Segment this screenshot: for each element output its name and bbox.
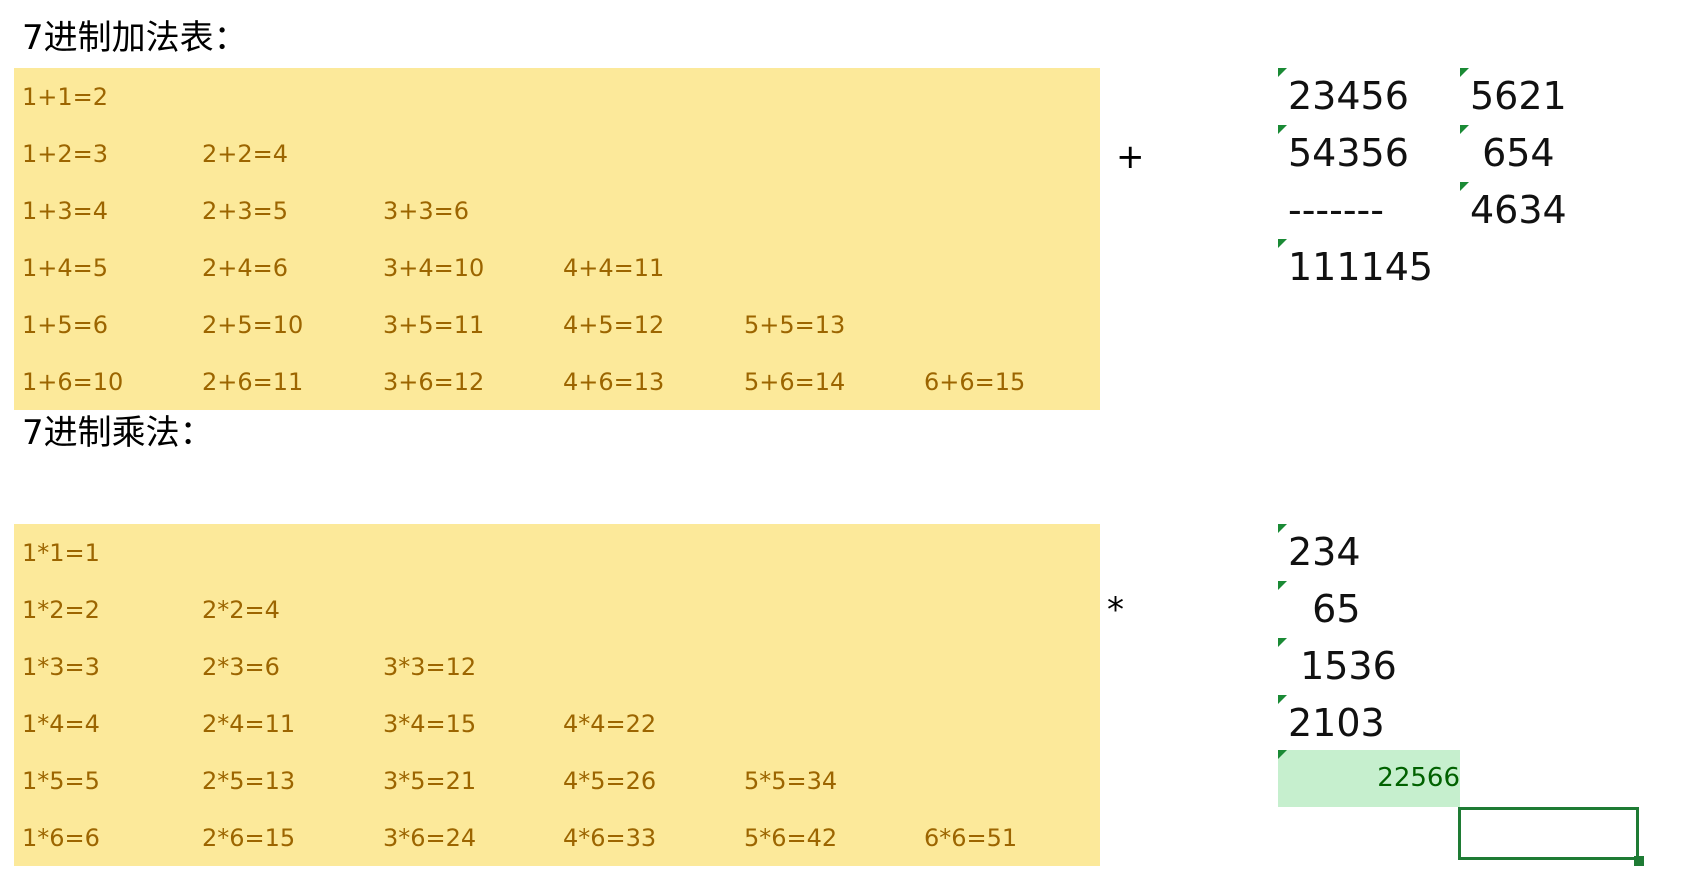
calc-cell[interactable]: 1536 bbox=[1278, 638, 1460, 694]
calc-cell-value: 1536 bbox=[1288, 644, 1397, 688]
addition-table-cell[interactable]: 4+6=13 bbox=[563, 368, 665, 396]
calc-cell-value: 65 bbox=[1288, 587, 1361, 631]
multiplication-table-cell[interactable]: 2*6=15 bbox=[202, 824, 296, 852]
multiplication-result-cell[interactable]: 22566 bbox=[1278, 750, 1460, 807]
note-indicator-icon bbox=[1278, 581, 1287, 590]
addition-table-cell[interactable]: 1+4=5 bbox=[22, 254, 109, 282]
addition-table-cell[interactable]: 2+3=5 bbox=[202, 197, 289, 225]
addition-table-cell[interactable]: 2+6=11 bbox=[202, 368, 304, 396]
multiplication-table-cell[interactable]: 5*5=34 bbox=[744, 767, 838, 795]
calc-cell[interactable]: 2103 bbox=[1278, 695, 1460, 751]
addition-table-cell[interactable]: 2+4=6 bbox=[202, 254, 289, 282]
addition-table-cell[interactable]: 1+3=4 bbox=[22, 197, 109, 225]
addition-table-cell[interactable]: 6+6=15 bbox=[924, 368, 1026, 396]
multiplication-table-cell[interactable]: 1*2=2 bbox=[22, 596, 100, 624]
calc-cell-value: 4634 bbox=[1470, 188, 1567, 232]
addition-table-cell[interactable]: 3+6=12 bbox=[383, 368, 485, 396]
multiplication-table-cell[interactable]: 3*4=15 bbox=[383, 710, 477, 738]
addition-table-cell[interactable]: 1+6=10 bbox=[22, 368, 124, 396]
multiplication-table-title: 7进制乘法： bbox=[22, 413, 214, 453]
multiplication-table-cell[interactable]: 4*5=26 bbox=[563, 767, 657, 795]
calc-cell-value: 2103 bbox=[1288, 701, 1385, 745]
multiplication-table-cell[interactable]: 1*5=5 bbox=[22, 767, 100, 795]
multiplication-table-cell[interactable]: 4*4=22 bbox=[563, 710, 657, 738]
note-indicator-icon bbox=[1460, 182, 1469, 191]
selected-cell[interactable] bbox=[1458, 807, 1639, 860]
multiplication-table-cell[interactable]: 2*4=11 bbox=[202, 710, 296, 738]
calc-cell[interactable]: 65 bbox=[1278, 581, 1460, 637]
multiplication-table-cell[interactable]: 3*6=24 bbox=[383, 824, 477, 852]
multiplication-table: 1*1=1 1*2=2 2*2=4 1*3=3 2*3=6 3*3=12 1*4=4 2*4=… bbox=[14, 524, 1100, 866]
multiplication-table-cell[interactable]: 1*1=1 bbox=[22, 539, 100, 567]
addition-table-cell[interactable]: 1+1=2 bbox=[22, 83, 109, 111]
note-indicator-icon bbox=[1460, 68, 1469, 77]
addition-table-cell[interactable]: 1+5=6 bbox=[22, 311, 109, 339]
addition-table-cell[interactable]: 4+5=12 bbox=[563, 311, 665, 339]
calc-cell-value: 654 bbox=[1470, 131, 1555, 175]
calc-cell-value: 23456 bbox=[1288, 74, 1409, 118]
calc-cell-value: 5621 bbox=[1470, 74, 1567, 118]
multiplication-table-cell[interactable]: 2*3=6 bbox=[202, 653, 280, 681]
calc-cell-value: 234 bbox=[1288, 530, 1361, 574]
addition-table: 1+1=2 1+2=3 2+2=4 1+3=4 2+3=5 3+3=6 1+4=5 2+4=6… bbox=[14, 68, 1100, 410]
addition-table-cell[interactable]: 2+2=4 bbox=[202, 140, 289, 168]
multiplication-table-cell[interactable]: 1*4=4 bbox=[22, 710, 100, 738]
note-indicator-icon bbox=[1278, 125, 1287, 134]
addition-table-cell[interactable]: 1+2=3 bbox=[22, 140, 109, 168]
calc-cell[interactable]: 111145 bbox=[1278, 239, 1460, 295]
note-indicator-icon bbox=[1278, 239, 1287, 248]
addition-table-cell[interactable]: 5+5=13 bbox=[744, 311, 846, 339]
calc-cell-value: ------- bbox=[1288, 188, 1384, 232]
addition-table-cell[interactable]: 5+6=14 bbox=[744, 368, 846, 396]
addition-table-cell[interactable]: 3+5=11 bbox=[383, 311, 485, 339]
note-indicator-icon bbox=[1278, 638, 1287, 647]
calc-cell-value: 111145 bbox=[1288, 245, 1434, 289]
note-indicator-icon bbox=[1278, 524, 1287, 533]
multiplication-table-cell[interactable]: 2*2=4 bbox=[202, 596, 280, 624]
note-indicator-icon bbox=[1278, 68, 1287, 77]
fill-handle[interactable] bbox=[1634, 856, 1644, 866]
calc-cell[interactable]: 5621 bbox=[1460, 68, 1642, 124]
note-indicator-icon bbox=[1460, 125, 1469, 134]
calc-cell[interactable]: 23456 bbox=[1278, 68, 1460, 124]
addition-table-cell[interactable]: 4+4=11 bbox=[563, 254, 665, 282]
multiplication-table-cell[interactable]: 2*5=13 bbox=[202, 767, 296, 795]
addition-table-cell[interactable]: 2+5=10 bbox=[202, 311, 304, 339]
multiplication-table-cell[interactable]: 3*3=12 bbox=[383, 653, 477, 681]
multiplication-table-cell[interactable]: 4*6=33 bbox=[563, 824, 657, 852]
calc-cell[interactable]: 4634 bbox=[1460, 182, 1642, 238]
note-indicator-icon bbox=[1278, 695, 1287, 704]
multiplication-table-cell[interactable]: 5*6=42 bbox=[744, 824, 838, 852]
addition-table-title: 7进制加法表： bbox=[22, 18, 248, 58]
calc-cell[interactable]: 54356 bbox=[1278, 125, 1460, 181]
multiplication-table-cell[interactable]: 6*6=51 bbox=[924, 824, 1018, 852]
addition-table-cell[interactable]: 3+4=10 bbox=[383, 254, 485, 282]
multiplication-operator: * bbox=[1107, 590, 1124, 630]
multiplication-table-cell[interactable]: 1*3=3 bbox=[22, 653, 100, 681]
calc-cell[interactable]: ------- bbox=[1278, 182, 1460, 238]
calc-cell[interactable]: 654 bbox=[1460, 125, 1642, 181]
multiplication-result-value: 22566 bbox=[1377, 763, 1460, 793]
calc-cell-value: 54356 bbox=[1288, 131, 1409, 175]
calc-cell[interactable]: 234 bbox=[1278, 524, 1460, 580]
multiplication-table-cell[interactable]: 3*5=21 bbox=[383, 767, 477, 795]
addition-table-cell[interactable]: 3+3=6 bbox=[383, 197, 470, 225]
note-indicator-icon bbox=[1278, 750, 1287, 759]
addition-operator: + bbox=[1116, 137, 1145, 177]
multiplication-table-cell[interactable]: 1*6=6 bbox=[22, 824, 100, 852]
